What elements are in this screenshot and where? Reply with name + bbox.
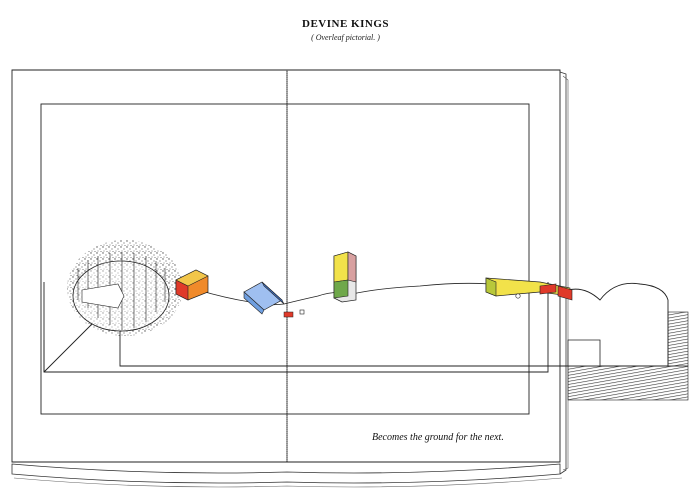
red-marker [283,311,294,318]
tree-grove [67,240,183,336]
caption: Becomes the ground for the next. [372,432,504,443]
drawing-subtitle: ( Overleaf pictorial. ) [311,33,380,42]
pavilion-blue [243,281,285,315]
shadow-under [567,365,689,401]
small-circle [515,293,521,299]
small-square [299,309,305,315]
book-spread [11,69,561,463]
shadow-right [667,311,689,367]
drawing-title: DEVINE KINGS [302,18,389,30]
long-building [485,277,573,301]
ground-plane [43,282,689,401]
house-orange [175,269,209,301]
inner-frame [40,103,530,415]
tower [333,251,357,303]
book-pages [11,71,569,488]
